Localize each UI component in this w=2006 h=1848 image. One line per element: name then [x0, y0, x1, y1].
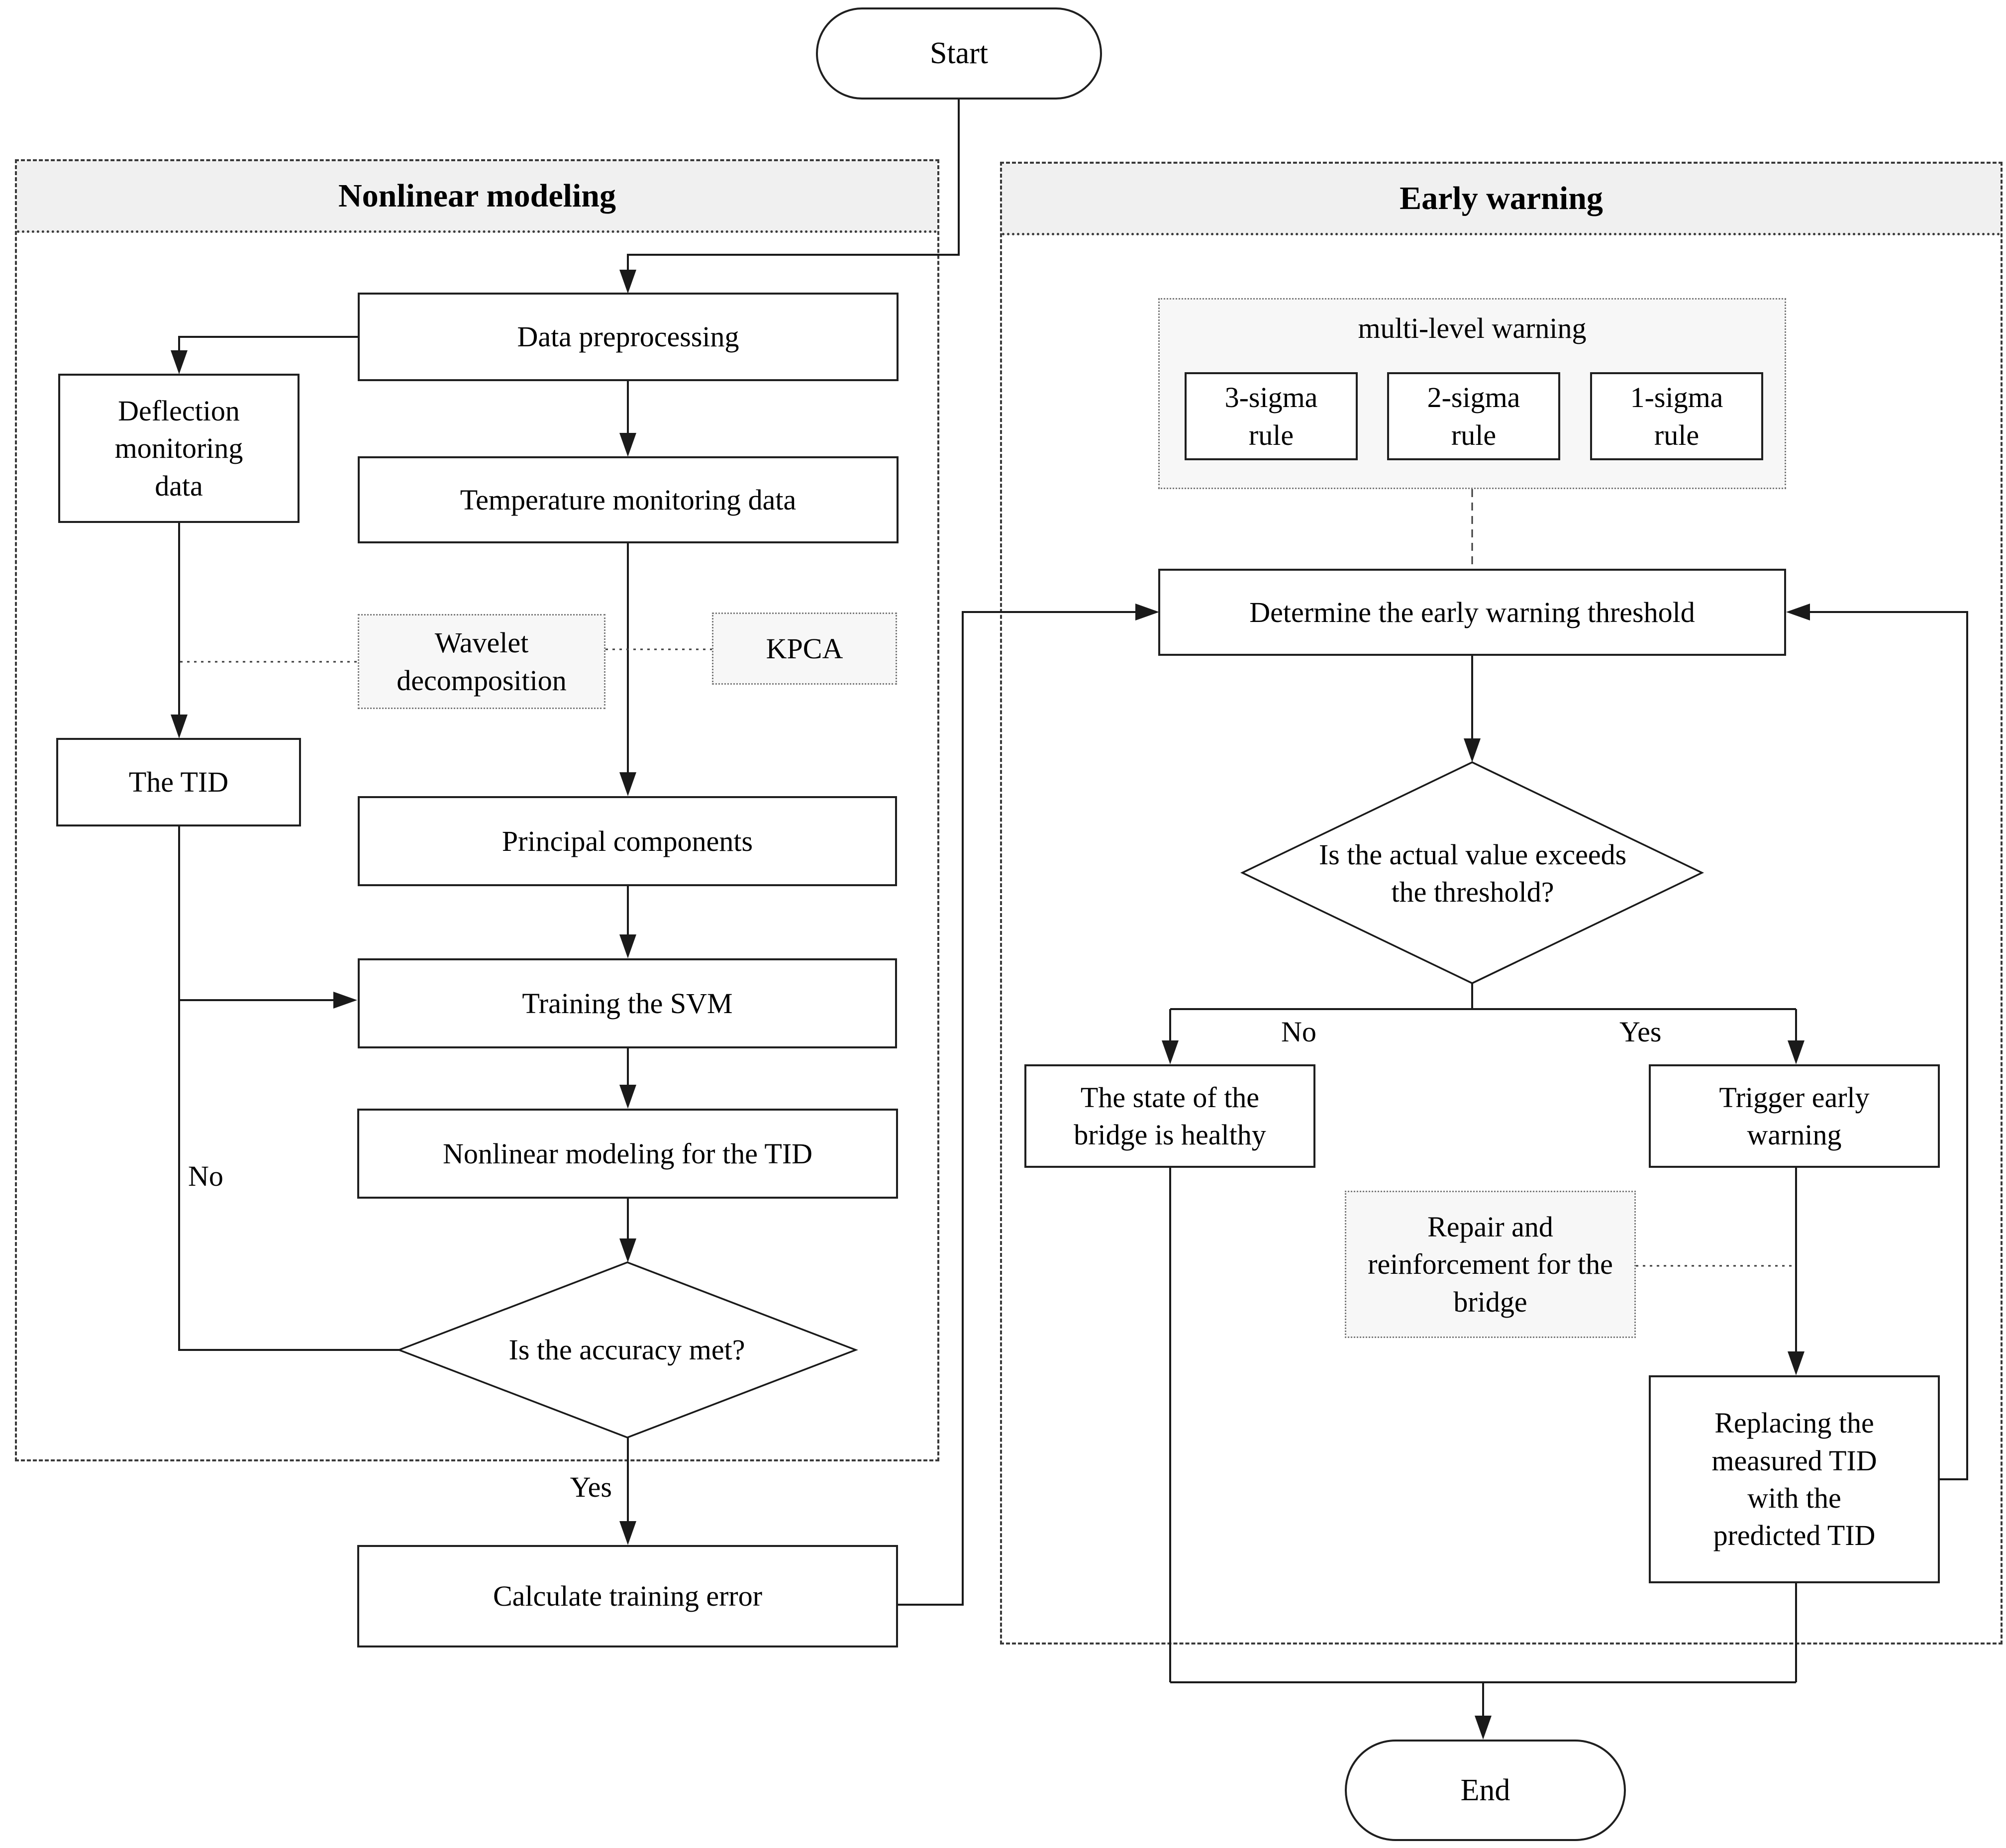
group-multi-level-warning-label: multi-level warning: [1358, 312, 1587, 344]
start-label: Start: [929, 36, 989, 71]
label-accuracy-no: No: [188, 1160, 223, 1192]
node-3-sigma-rule: 3-sigma rule: [1185, 372, 1358, 460]
edge-start-to-data-preprocessing: [627, 100, 960, 289]
node-temperature-label: Temperature monitoring data: [460, 483, 797, 516]
label-threshold-yes: Yes: [1619, 1016, 1662, 1048]
node-bridge-healthy: The state of the bridge is healthy: [1024, 1064, 1315, 1168]
node-1-sigma-label: 1-sigma rule: [1630, 381, 1723, 451]
node-replacing-label: Replacing the measured TID with the pred…: [1711, 1407, 1877, 1552]
node-data-preprocessing-label: Data preprocessing: [517, 320, 739, 353]
node-determine-label: Determine the early warning threshold: [1249, 596, 1695, 628]
label-accuracy-yes: Yes: [570, 1471, 612, 1503]
node-deflection-monitoring-data: Deflection monitoring data: [58, 374, 300, 523]
node-repair-label: Repair and reinforcement for the bridge: [1368, 1210, 1613, 1318]
node-nonlinear-modeling-for-tid: Nonlinear modeling for the TID: [357, 1109, 898, 1199]
node-training-the-svm: Training the SVM: [358, 958, 897, 1048]
node-deflection-label: Deflection monitoring data: [114, 394, 243, 502]
node-1-sigma-rule: 1-sigma rule: [1590, 372, 1763, 460]
node-kpca: KPCA: [712, 613, 897, 685]
node-calculate-training-error: Calculate training error: [357, 1545, 898, 1647]
node-2-sigma-rule: 2-sigma rule: [1387, 372, 1560, 460]
panel-early-warning: Early warning: [1000, 162, 2003, 1644]
node-wavelet-label: Wavelet decomposition: [397, 626, 567, 697]
arrowheads: [171, 270, 1810, 1740]
node-the-tid-label: The TID: [128, 766, 229, 799]
label-threshold-no: No: [1281, 1016, 1316, 1048]
edge-no-loop: [178, 826, 399, 1351]
node-nonlinear-tid-label: Nonlinear modeling for the TID: [442, 1137, 813, 1170]
panel-nonlinear-modeling: Nonlinear modeling: [15, 159, 939, 1461]
end-label: End: [1460, 1773, 1510, 1807]
node-determine-threshold: Determine the early warning threshold: [1158, 569, 1786, 656]
edge-calculate-to-determine: [898, 611, 1152, 1606]
node-temperature-monitoring-data: Temperature monitoring data: [358, 456, 899, 543]
node-2-sigma-label: 2-sigma rule: [1427, 381, 1520, 451]
decision-accuracy-label: Is the accuracy met?: [508, 1334, 745, 1366]
node-principal-components: Principal components: [358, 796, 897, 886]
node-calculate-label: Calculate training error: [493, 1580, 763, 1613]
panel-title-early-warning: Early warning: [1002, 164, 2001, 235]
node-data-preprocessing: Data preprocessing: [358, 293, 899, 381]
edge-replacing-feedback: [1793, 611, 1968, 1480]
node-replacing-tid: Replacing the measured TID with the pred…: [1649, 1375, 1940, 1583]
node-the-tid: The TID: [56, 738, 301, 826]
node-wavelet-decomposition: Wavelet decomposition: [358, 614, 605, 709]
node-3-sigma-label: 3-sigma rule: [1224, 381, 1318, 451]
end-terminal: End: [1345, 1740, 1626, 1841]
node-bridge-healthy-label: The state of the bridge is healthy: [1074, 1081, 1266, 1151]
decision-threshold-text: Is the actual value exceeds the threshol…: [1274, 791, 1672, 955]
node-trigger-label: Trigger early warning: [1719, 1081, 1870, 1151]
node-principal-label: Principal components: [502, 824, 753, 857]
node-trigger-early-warning: Trigger early warning: [1649, 1064, 1940, 1168]
start-terminal: Start: [816, 7, 1102, 100]
decision-accuracy-diamond: [397, 1261, 858, 1438]
decision-threshold-label: Is the actual value exceeds the threshol…: [1318, 838, 1627, 908]
node-kpca-label: KPCA: [766, 632, 843, 665]
panel-title-nonlinear-modeling: Nonlinear modeling: [17, 161, 937, 233]
edge-threshold-split: [1170, 983, 1796, 1010]
node-repair-reinforcement: Repair and reinforcement for the bridge: [1345, 1191, 1636, 1338]
edge-preprocessing-to-deflection: [178, 336, 358, 368]
decision-accuracy-text: Is the accuracy met?: [428, 1300, 826, 1400]
decision-threshold-diamond: [1240, 761, 1705, 984]
node-training-label: Training the SVM: [522, 987, 733, 1020]
